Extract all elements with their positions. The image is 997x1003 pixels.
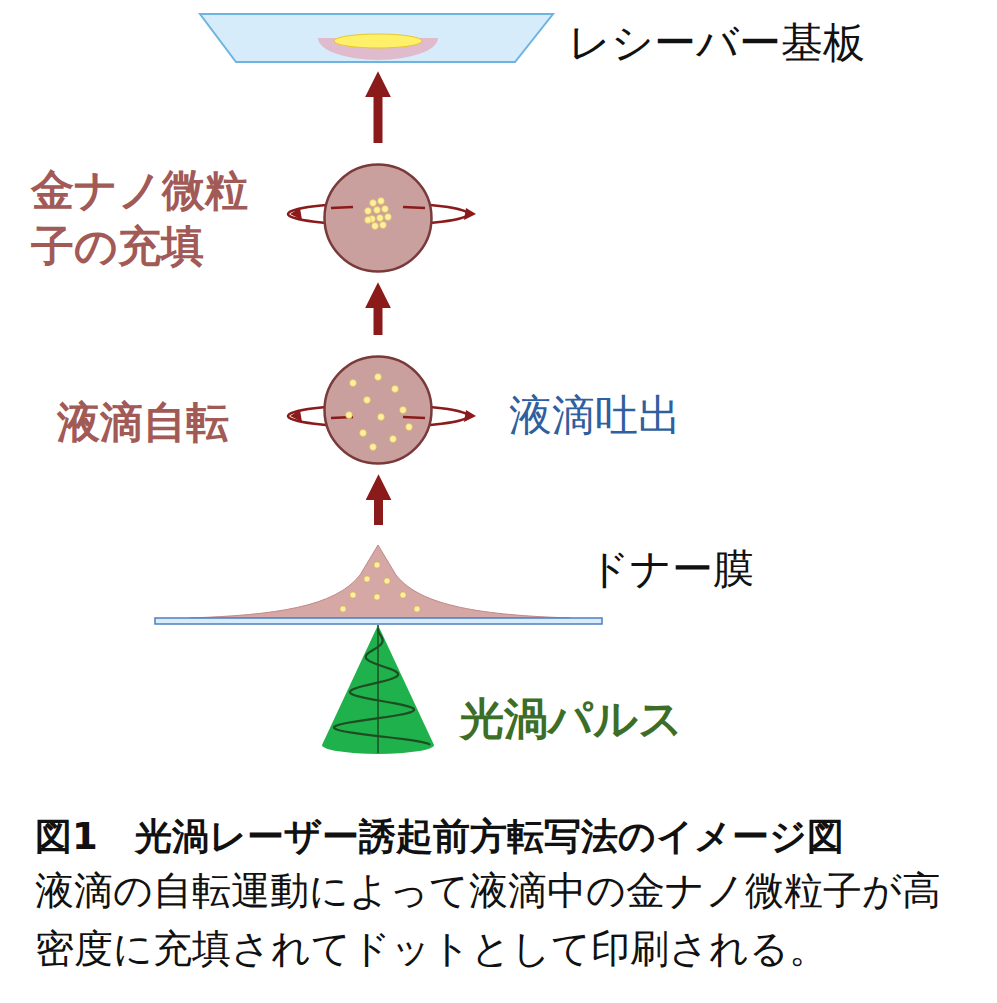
flow-arrow [374,303,383,335]
substrate-label: レシーバー基板 [568,18,865,68]
gold-nanoparticle [400,407,407,414]
gold-nanoparticle [372,223,379,230]
gold-nanoparticle [365,208,372,215]
rotation-front [331,207,353,208]
gold-nanoparticle [365,217,372,224]
gold-nanoparticle [384,578,390,584]
rotation-arrowhead [464,410,476,422]
gold-nanoparticle [378,198,385,205]
gold-nanoparticle [374,562,380,568]
gold-nanoparticle [392,386,399,393]
gold-nanoparticle [385,214,392,221]
rotation-front [403,417,425,418]
gold-nanoparticle [380,222,387,229]
figure-title: 図1 光渦レーザー誘起前方転写法のイメージ図 [35,812,844,862]
donor-film: ドナー膜 [155,545,602,627]
printed-gold-dot [334,34,422,48]
packing-label: 金ナノ微粒子の充填 [31,163,259,275]
gold-nanoparticle [378,414,385,421]
rotation-label: 液滴自転 [57,397,229,449]
donor-label: ドナー膜 [588,545,754,594]
gold-nanoparticle [364,576,370,582]
flow-arrow [374,92,383,143]
figure-caption: 液滴の自転運動によって液滴中の金ナノ微粒子が高密度に充填されてドットとして印刷さ… [35,862,965,978]
gold-nanoparticle [400,592,406,598]
gold-nanoparticle [374,594,380,600]
gold-nanoparticle [406,424,413,431]
substrate-plate [200,14,553,62]
gold-nanoparticle [375,374,382,381]
droplet [325,357,432,464]
packed-droplet: 金ナノ微粒子の充填 [323,163,433,273]
droplet [325,165,432,272]
gold-nanoparticle [374,207,381,214]
receiver-substrate-shape [200,14,553,62]
vortex-helix [334,629,430,745]
spinning-droplet: 液滴自転液滴吐出 [323,355,433,465]
rotation-arrowhead [290,208,302,220]
receiver-substrate: レシーバー基板 [200,14,553,62]
vortex-pulse: 光渦パルス [318,625,438,757]
gold-nanoparticle [370,200,377,207]
ejection-label: 液滴吐出 [509,390,681,442]
gold-nanoparticle [377,215,384,222]
gold-nanoparticle [390,436,397,443]
gold-nanoparticle [414,606,420,612]
donor-mound [190,545,570,618]
rotation-arrowhead [464,208,476,220]
gold-nanoparticle [346,412,353,419]
spinning-droplet-shape [323,355,433,465]
gold-nanoparticle [364,397,371,404]
packed-droplet-shape [323,163,433,273]
gold-nanoparticle [350,592,356,598]
rotation-front [403,207,425,208]
pulse-label: 光渦パルス [460,693,683,746]
vortex-pulse-shape [318,625,438,757]
flow-arrow [374,495,383,525]
rotation-arrowhead [290,410,302,422]
gold-nanoparticle [360,430,367,437]
gold-nanoparticle [350,380,357,387]
gold-nanoparticle [370,444,377,451]
laser-cone [322,625,434,754]
donor-film-shape [155,545,602,627]
donor-glass [155,618,602,624]
gold-nanoparticle [382,206,389,213]
gold-nanoparticle [340,606,346,612]
beam-axis [377,625,379,753]
